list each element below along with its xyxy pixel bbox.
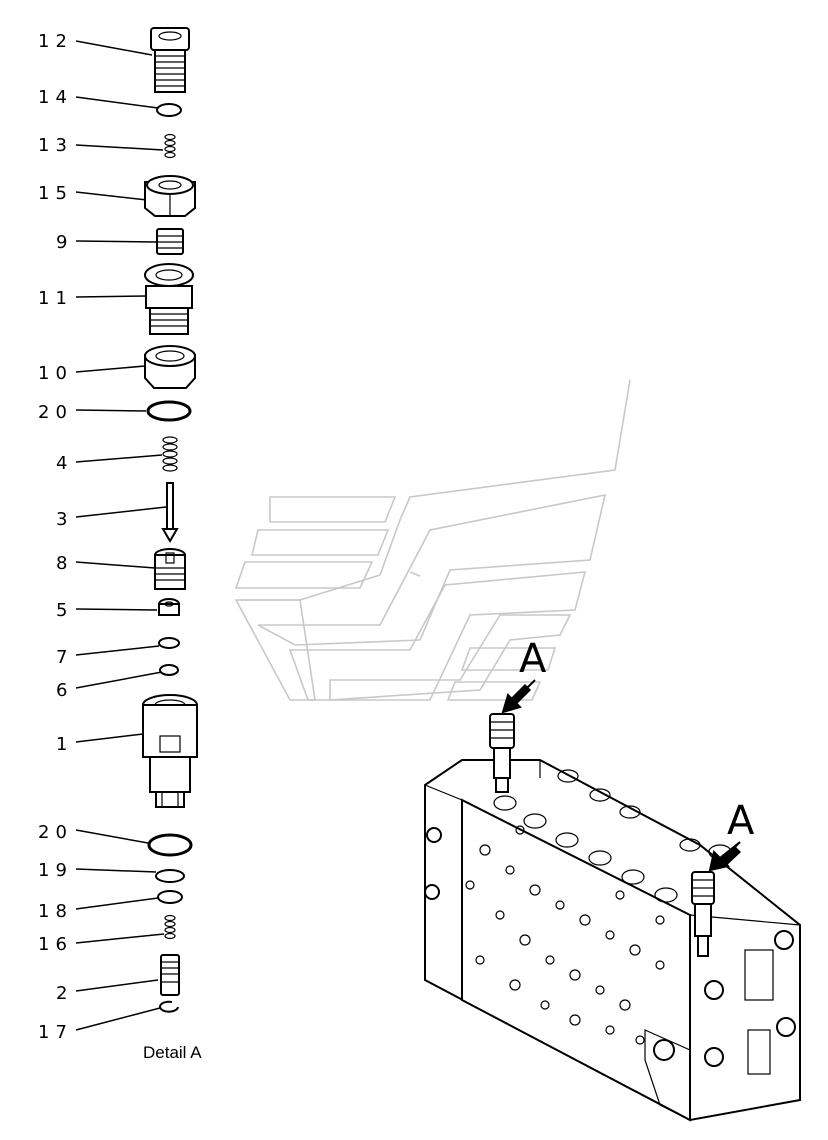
- part-18-o-ring-small: [157, 890, 183, 904]
- callout-4: 4: [56, 453, 163, 474]
- callout-number: 12: [38, 31, 73, 52]
- callout-number: 15: [38, 183, 73, 204]
- callout-number: 8: [56, 553, 73, 574]
- callout-3: 3: [56, 506, 167, 530]
- callout-number: 6: [56, 680, 73, 701]
- part-16-spring-small: [164, 914, 176, 940]
- callout-number: 1: [56, 734, 73, 755]
- callout-number: 3: [56, 509, 73, 530]
- callout-9: 9: [56, 232, 158, 253]
- callout-number: 20: [38, 822, 73, 843]
- callout-15: 15: [38, 183, 148, 204]
- bolt-heads: [424, 827, 796, 1067]
- callout-1: 1: [56, 733, 144, 755]
- part-7-ring: [158, 637, 180, 649]
- callout-16: 16: [38, 933, 165, 955]
- callout-number: 2: [56, 983, 73, 1004]
- callout-number: 14: [38, 87, 73, 108]
- part-17-snap-ring: [159, 1000, 179, 1013]
- part-11-adjuster-body: [144, 263, 194, 335]
- callout-number: 18: [38, 901, 73, 922]
- detail-caption: Detail A: [143, 1043, 202, 1062]
- callout-5: 5: [56, 600, 158, 621]
- valve-block-assembly: [424, 759, 801, 1122]
- part-15-lock-nut: [144, 175, 196, 217]
- callout-19: 19: [38, 860, 157, 881]
- svg-text:A: A: [519, 636, 547, 682]
- part-12-plug-cap: [150, 27, 190, 93]
- part-3-poppet-pin: [161, 482, 179, 543]
- svg-text:A: A: [727, 798, 755, 844]
- callout-number: 10: [38, 363, 73, 384]
- section-marker-a-side: A: [708, 798, 755, 872]
- callout-6: 6: [56, 671, 163, 701]
- section-marker-a-top: A: [501, 636, 547, 714]
- callout-number: 9: [56, 232, 73, 253]
- relief-valve-top: [489, 713, 515, 793]
- callout-20: 20: [38, 402, 147, 423]
- callout-18: 18: [38, 897, 159, 922]
- callout-10: 10: [38, 363, 146, 384]
- relief-valve-side: [691, 871, 715, 957]
- callout-12: 12: [38, 31, 153, 56]
- part-20-o-ring-lower: [147, 833, 193, 857]
- part-4-spring: [162, 436, 178, 472]
- callout-2: 2: [56, 979, 159, 1004]
- callout-number: 11: [38, 288, 73, 309]
- part-1-valve-body: [142, 694, 198, 808]
- part-14-o-ring: [156, 103, 182, 117]
- callout-number: 4: [56, 453, 73, 474]
- callout-11: 11: [38, 288, 149, 309]
- callout-number: 19: [38, 860, 73, 881]
- part-20-o-ring: [146, 400, 192, 422]
- watermark-logo: [234, 379, 631, 701]
- callout-17: 17: [38, 1007, 161, 1043]
- callout-number: 5: [56, 600, 73, 621]
- callout-20-lower: 20: [38, 822, 149, 844]
- callout-number: 7: [56, 647, 73, 668]
- callout-8: 8: [56, 553, 156, 574]
- part-19-backup-ring: [155, 869, 185, 883]
- callout-13: 13: [38, 135, 164, 156]
- part-8-seat: [154, 548, 186, 590]
- part-13-spring: [164, 133, 176, 159]
- callout-7: 7: [56, 645, 160, 668]
- callout-number: 16: [38, 934, 73, 955]
- part-6-ring-small: [159, 664, 179, 676]
- part-5-piston: [158, 598, 180, 616]
- callout-number: 13: [38, 135, 73, 156]
- part-9-set-screw: [156, 228, 184, 255]
- part-2-plunger: [160, 954, 180, 996]
- callout-number: 20: [38, 402, 73, 423]
- callout-14: 14: [38, 87, 159, 109]
- part-10-nut: [144, 345, 196, 389]
- callout-number: 17: [38, 1022, 73, 1043]
